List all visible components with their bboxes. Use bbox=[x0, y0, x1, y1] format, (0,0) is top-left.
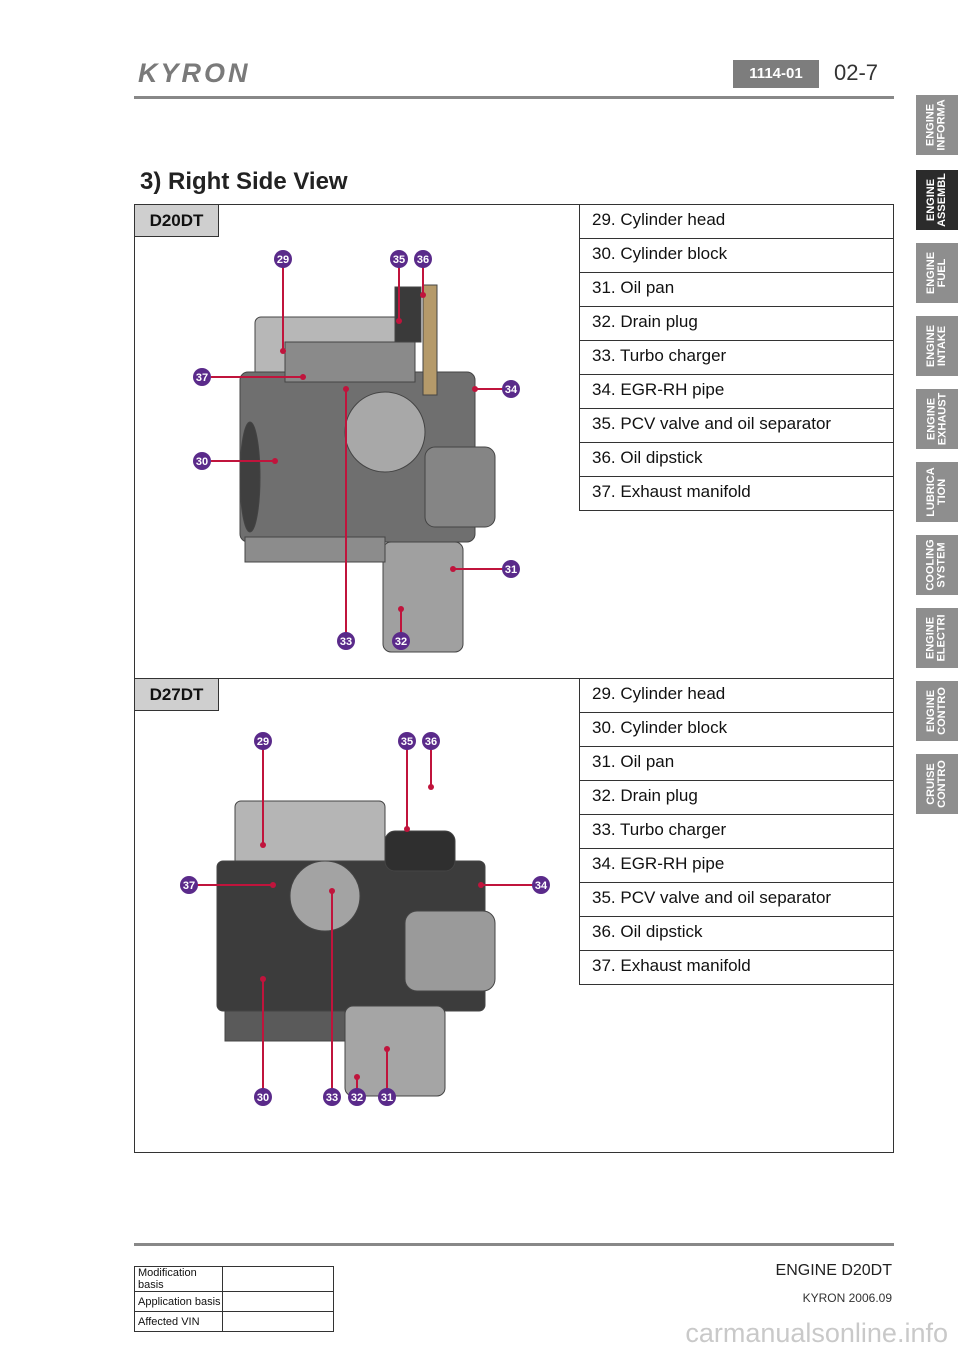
svg-text:36: 36 bbox=[425, 736, 437, 748]
part-item: 36. Oil dipstick bbox=[579, 917, 894, 951]
tab-engine-electrical[interactable]: ENGINE ELECTRI bbox=[916, 608, 958, 668]
header-rule bbox=[134, 96, 894, 99]
callout-34: 34 bbox=[532, 876, 550, 894]
part-item: 31. Oil pan bbox=[579, 747, 894, 781]
svg-text:32: 32 bbox=[351, 1092, 363, 1104]
svg-text:35: 35 bbox=[401, 736, 413, 748]
page-code: 1114-01 bbox=[733, 60, 819, 88]
callout-37: 37 bbox=[193, 368, 211, 386]
part-item: 36. Oil dipstick bbox=[579, 443, 894, 477]
section-title: 3) Right Side View bbox=[140, 168, 348, 195]
watermark: carmanualsonline.info bbox=[685, 1318, 948, 1348]
part-item: 34. EGR-RH pipe bbox=[579, 849, 894, 883]
callout-31: 31 bbox=[502, 560, 520, 578]
part-item: 29. Cylinder head bbox=[579, 679, 894, 713]
model-label: D20DT bbox=[135, 205, 219, 237]
callout-31: 31 bbox=[378, 1088, 396, 1106]
tab-engine-assembly[interactable]: ENGINE ASSEMBL bbox=[916, 170, 958, 230]
revision-table: Modification basis Application basis Aff… bbox=[134, 1266, 334, 1332]
callout-35: 35 bbox=[390, 250, 408, 268]
svg-text:37: 37 bbox=[196, 372, 208, 384]
footer-title: ENGINE D20DT bbox=[775, 1262, 892, 1279]
svg-text:29: 29 bbox=[277, 254, 289, 266]
svg-text:34: 34 bbox=[505, 384, 518, 396]
part-item: 32. Drain plug bbox=[579, 307, 894, 341]
panel-d27dt: D27DT 29 35 bbox=[134, 678, 894, 1153]
parts-list: 29. Cylinder head 30. Cylinder block 31.… bbox=[579, 679, 894, 985]
tab-cooling-system[interactable]: COOLING SYSTEM bbox=[916, 535, 958, 595]
svg-text:31: 31 bbox=[505, 564, 517, 576]
footer-rule bbox=[134, 1243, 894, 1246]
application-basis-label: Application basis bbox=[134, 1291, 223, 1312]
tab-engine-intake[interactable]: ENGINE INTAKE bbox=[916, 316, 958, 376]
affected-vin-label: Affected VIN bbox=[134, 1311, 223, 1332]
tab-engine-information[interactable]: ENGINE INFORMA bbox=[916, 95, 958, 155]
engine-drawing-d20dt: 29 35 36 37 34 30 31 33 32 bbox=[193, 250, 520, 653]
footer-subtitle: KYRON 2006.09 bbox=[802, 1291, 892, 1305]
part-item: 34. EGR-RH pipe bbox=[579, 375, 894, 409]
svg-text:32: 32 bbox=[395, 636, 407, 648]
part-item: 35. PCV valve and oil separator bbox=[579, 883, 894, 917]
kyron-logo: KYRON bbox=[138, 58, 251, 88]
callout-30: 30 bbox=[254, 1088, 272, 1106]
svg-text:37: 37 bbox=[183, 880, 195, 892]
modification-basis-value bbox=[222, 1266, 334, 1292]
svg-text:36: 36 bbox=[417, 254, 429, 266]
application-basis-value bbox=[222, 1291, 334, 1312]
part-item: 30. Cylinder block bbox=[579, 713, 894, 747]
tab-lubrication[interactable]: LUBRICA TION bbox=[916, 462, 958, 522]
engine-drawing-d27dt: 29 35 36 37 34 30 33 32 31 bbox=[180, 732, 550, 1106]
tab-cruise-control[interactable]: CRUISE CONTRO bbox=[916, 754, 958, 814]
callout-30: 30 bbox=[193, 452, 211, 470]
callout-32: 32 bbox=[348, 1088, 366, 1106]
affected-vin-value bbox=[222, 1311, 334, 1332]
callout-33: 33 bbox=[323, 1088, 341, 1106]
callout-36: 36 bbox=[422, 732, 440, 750]
callout-37: 37 bbox=[180, 876, 198, 894]
svg-text:30: 30 bbox=[257, 1092, 269, 1104]
engine-illustration bbox=[239, 284, 496, 653]
tab-engine-exhaust[interactable]: ENGINE EXHAUST bbox=[916, 389, 958, 449]
part-item: 29. Cylinder head bbox=[579, 205, 894, 239]
svg-text:KYRON: KYRON bbox=[138, 58, 251, 88]
part-item: 37. Exhaust manifold bbox=[579, 951, 894, 985]
callout-34: 34 bbox=[502, 380, 520, 398]
parts-list: 29. Cylinder head 30. Cylinder block 31.… bbox=[579, 205, 894, 511]
callout-29: 29 bbox=[274, 250, 292, 268]
part-item: 35. PCV valve and oil separator bbox=[579, 409, 894, 443]
part-item: 33. Turbo charger bbox=[579, 815, 894, 849]
callout-36: 36 bbox=[414, 250, 432, 268]
panel-d20dt: D20DT bbox=[134, 204, 894, 679]
part-item: 37. Exhaust manifold bbox=[579, 477, 894, 511]
tab-engine-fuel[interactable]: ENGINE FUEL bbox=[916, 243, 958, 303]
callout-29: 29 bbox=[254, 732, 272, 750]
part-item: 33. Turbo charger bbox=[579, 341, 894, 375]
model-label: D27DT bbox=[135, 679, 219, 711]
svg-text:33: 33 bbox=[340, 636, 352, 648]
svg-text:34: 34 bbox=[535, 880, 548, 892]
callout-33: 33 bbox=[337, 632, 355, 650]
svg-text:33: 33 bbox=[326, 1092, 338, 1104]
part-item: 32. Drain plug bbox=[579, 781, 894, 815]
svg-text:30: 30 bbox=[196, 456, 208, 468]
page-number: 02-7 bbox=[834, 60, 879, 85]
svg-text:35: 35 bbox=[393, 254, 405, 266]
engine-illustration bbox=[216, 800, 496, 1097]
svg-text:31: 31 bbox=[381, 1092, 393, 1104]
svg-text:29: 29 bbox=[257, 736, 269, 748]
callout-32: 32 bbox=[392, 632, 410, 650]
callout-35: 35 bbox=[398, 732, 416, 750]
part-item: 31. Oil pan bbox=[579, 273, 894, 307]
part-item: 30. Cylinder block bbox=[579, 239, 894, 273]
modification-basis-label: Modification basis bbox=[134, 1266, 223, 1292]
tab-engine-control[interactable]: ENGINE CONTRO bbox=[916, 681, 958, 741]
